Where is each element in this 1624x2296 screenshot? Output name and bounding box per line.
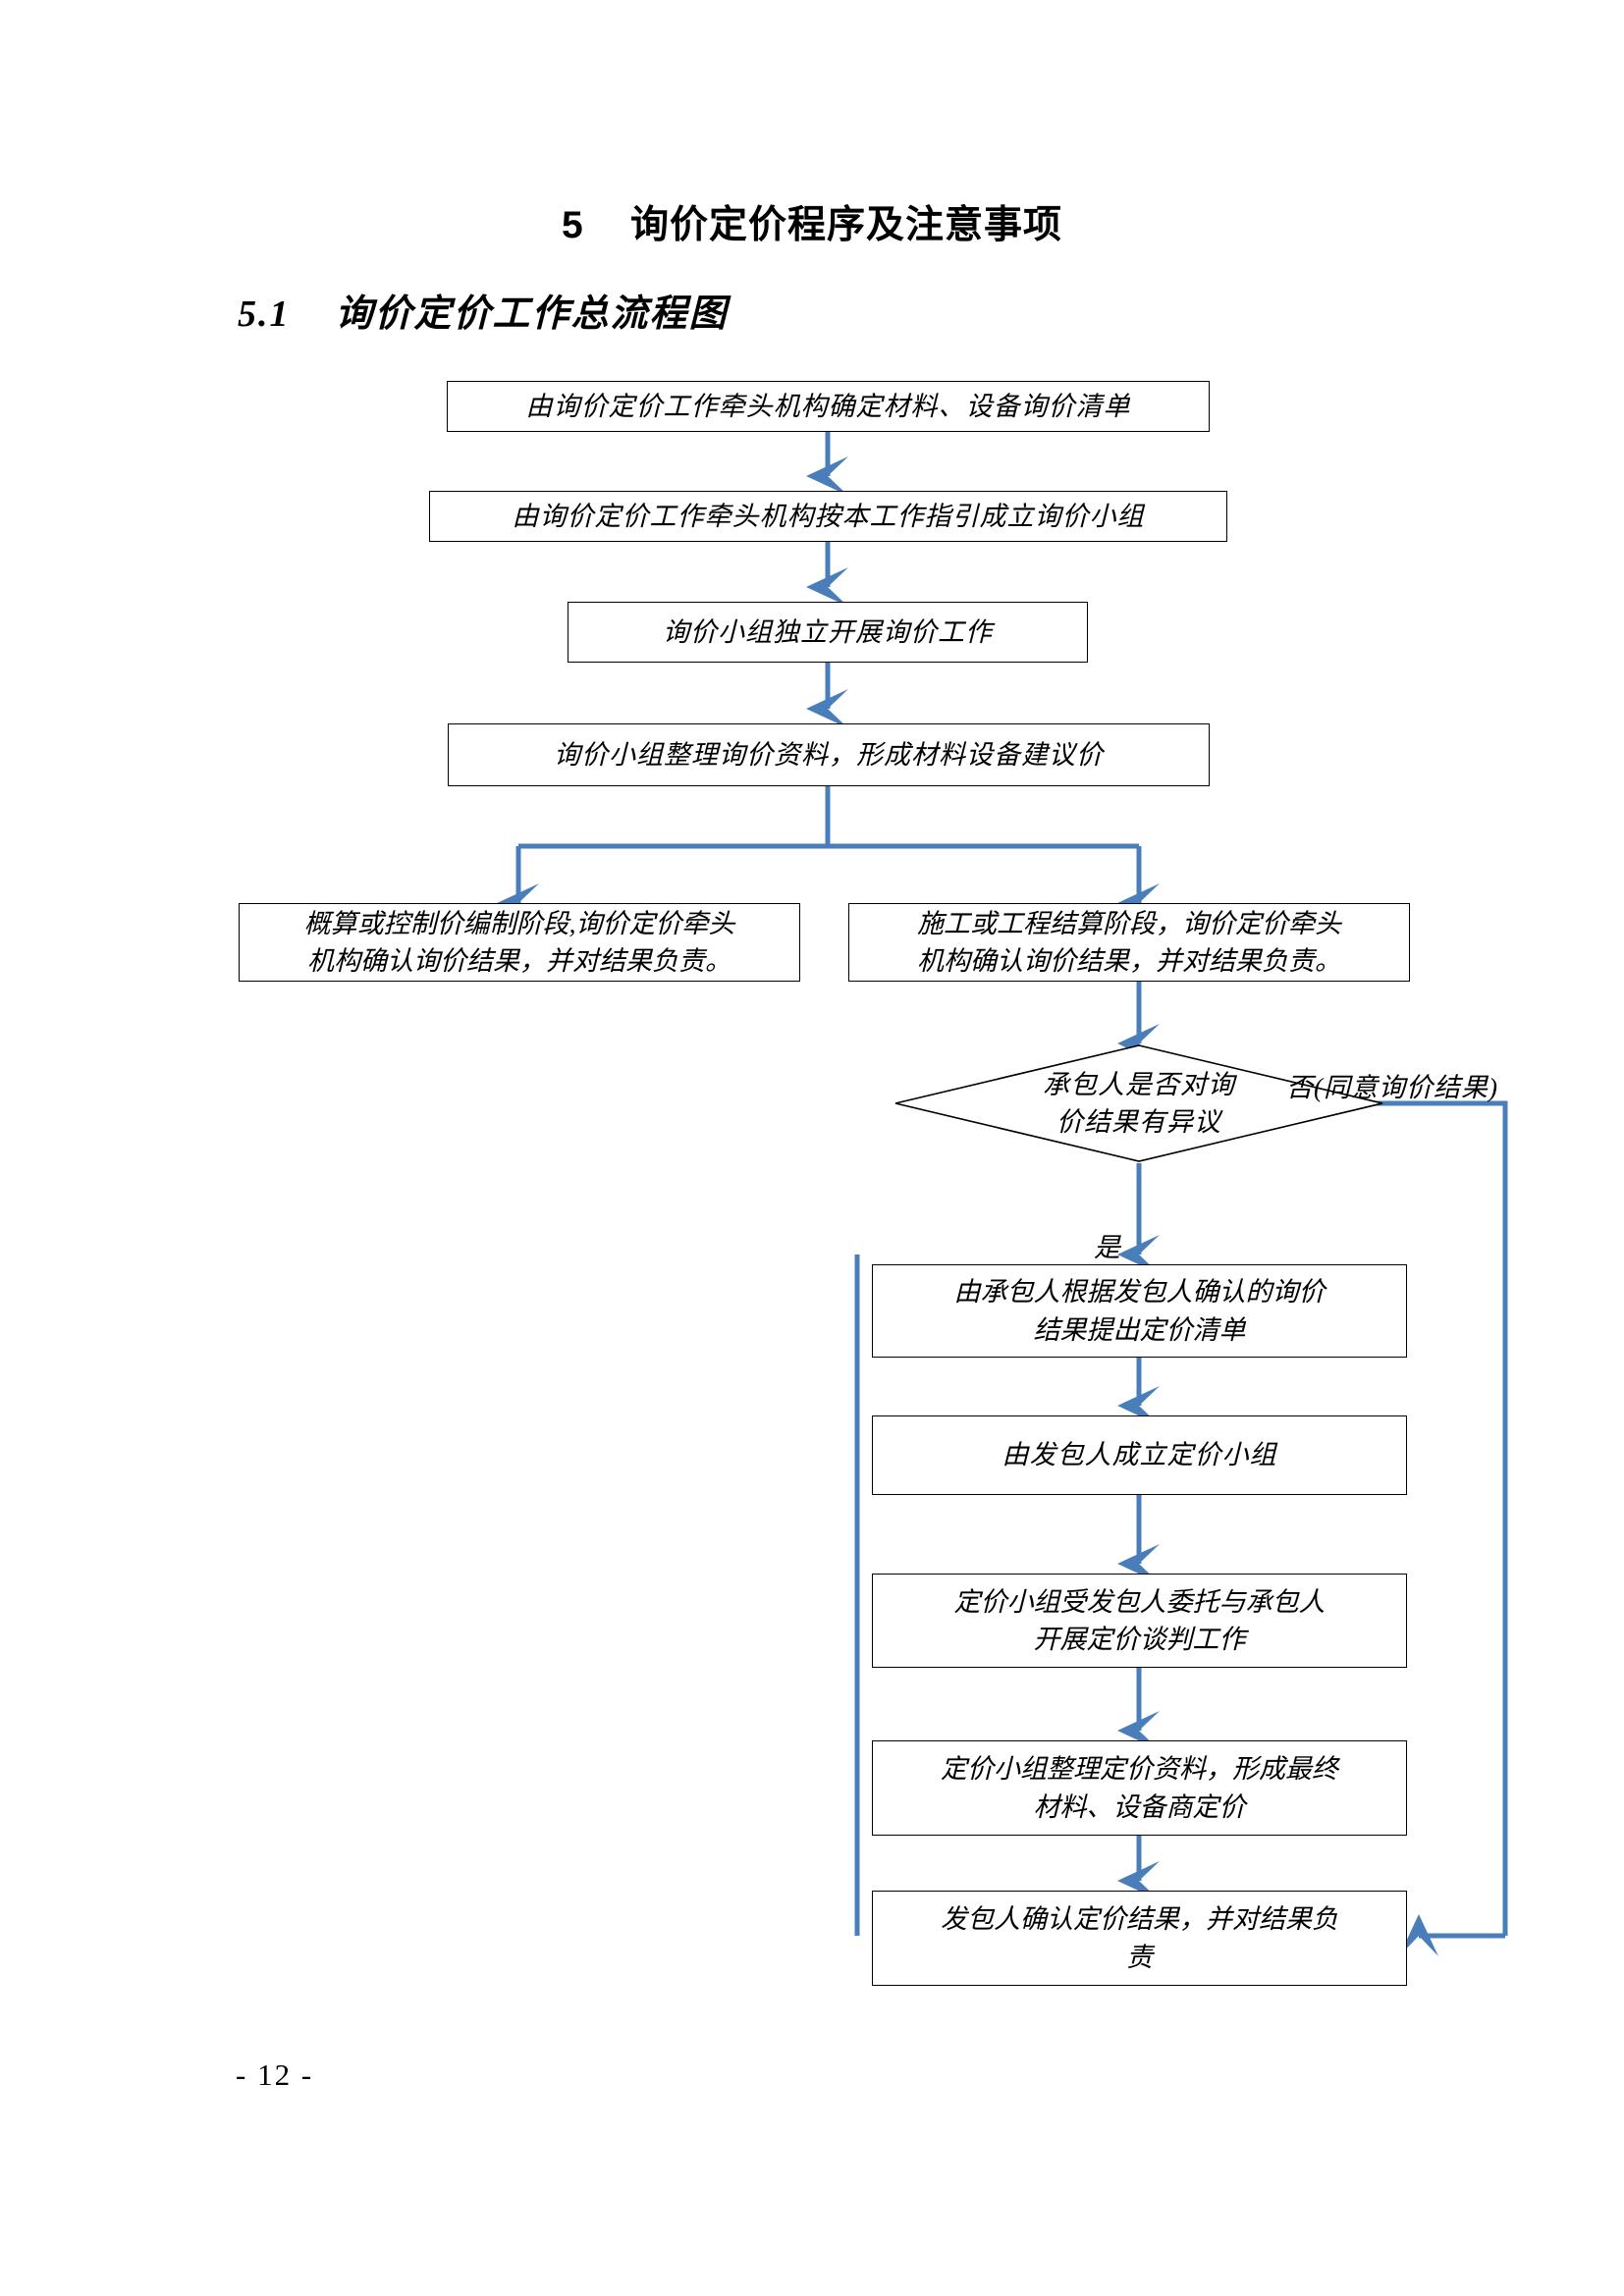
flow-node-n2: 由询价定价工作牵头机构按本工作指引成立询价小组 [429,491,1227,542]
flow-node-n4-text: 询价小组整理询价资料，形成材料设备建议价 [554,739,1104,770]
flow-node-n1-text: 由询价定价工作牵头机构确定材料、设备询价清单 [525,391,1131,421]
flow-node-n10: 定价小组受发包人委托与承包人 开展定价谈判工作 [872,1574,1407,1668]
flow-node-n11: 定价小组整理定价资料，形成最终 材料、设备商定价 [872,1740,1407,1836]
page-title: 5 询价定价程序及注意事项 [561,204,1063,246]
flow-node-n5-line2: 机构确认询价结果，并对结果负责。 [307,946,731,976]
flow-node-n6: 施工或工程结算阶段，询价定价牵头 机构确认询价结果，并对结果负责。 [848,903,1410,982]
flow-node-n5-line1: 概算或控制价编制阶段,询价定价牵头 [303,908,735,938]
flow-node-n10-line2: 开展定价谈判工作 [1033,1625,1246,1654]
flow-node-n6-line1: 施工或工程结算阶段，询价定价牵头 [917,908,1341,938]
flow-node-n12: 发包人确认定价结果，并对结果负 责 [872,1891,1407,1986]
flow-node-n5: 概算或控制价编制阶段,询价定价牵头 机构确认询价结果，并对结果负责。 [239,903,800,982]
section-subtitle: 5.1 询价定价工作总流程图 [238,294,729,335]
flow-node-n9: 由发包人成立定价小组 [872,1415,1407,1495]
flow-node-n4: 询价小组整理询价资料，形成材料设备建议价 [448,723,1210,786]
flow-node-n12-line1: 发包人确认定价结果，并对结果负 [941,1904,1338,1935]
flow-node-n11-line1: 定价小组整理定价资料，形成最终 [941,1754,1338,1785]
page-number: - 12 - [236,2057,314,2092]
flow-node-n3: 询价小组独立开展询价工作 [568,602,1088,663]
flow-node-n3-text: 询价小组独立开展询价工作 [663,616,993,647]
flow-node-n6-line2: 机构确认询价结果，并对结果负责。 [917,946,1341,976]
flow-node-n10-line1: 定价小组受发包人委托与承包人 [953,1586,1326,1617]
edge-label-no: 否(同意询价结果) [1286,1073,1498,1102]
edge-label-yes: 是 [1094,1233,1121,1262]
flow-node-n1: 由询价定价工作牵头机构确定材料、设备询价清单 [447,381,1210,432]
flow-node-n9-text: 由发包人成立定价小组 [1001,1440,1277,1470]
flow-node-n12-line2: 责 [1126,1942,1153,1972]
flow-node-n8: 由承包人根据发包人确认的询价 结果提出定价清单 [872,1264,1407,1358]
diamond-shape [894,1044,1383,1162]
flow-node-n11-line2: 材料、设备商定价 [1033,1791,1246,1822]
flow-node-n8-line1: 由承包人根据发包人确认的询价 [953,1277,1326,1308]
flow-node-n8-line2: 结果提出定价清单 [1033,1314,1246,1345]
flow-node-n2-text: 由询价定价工作牵头机构按本工作指引成立询价小组 [512,501,1145,531]
